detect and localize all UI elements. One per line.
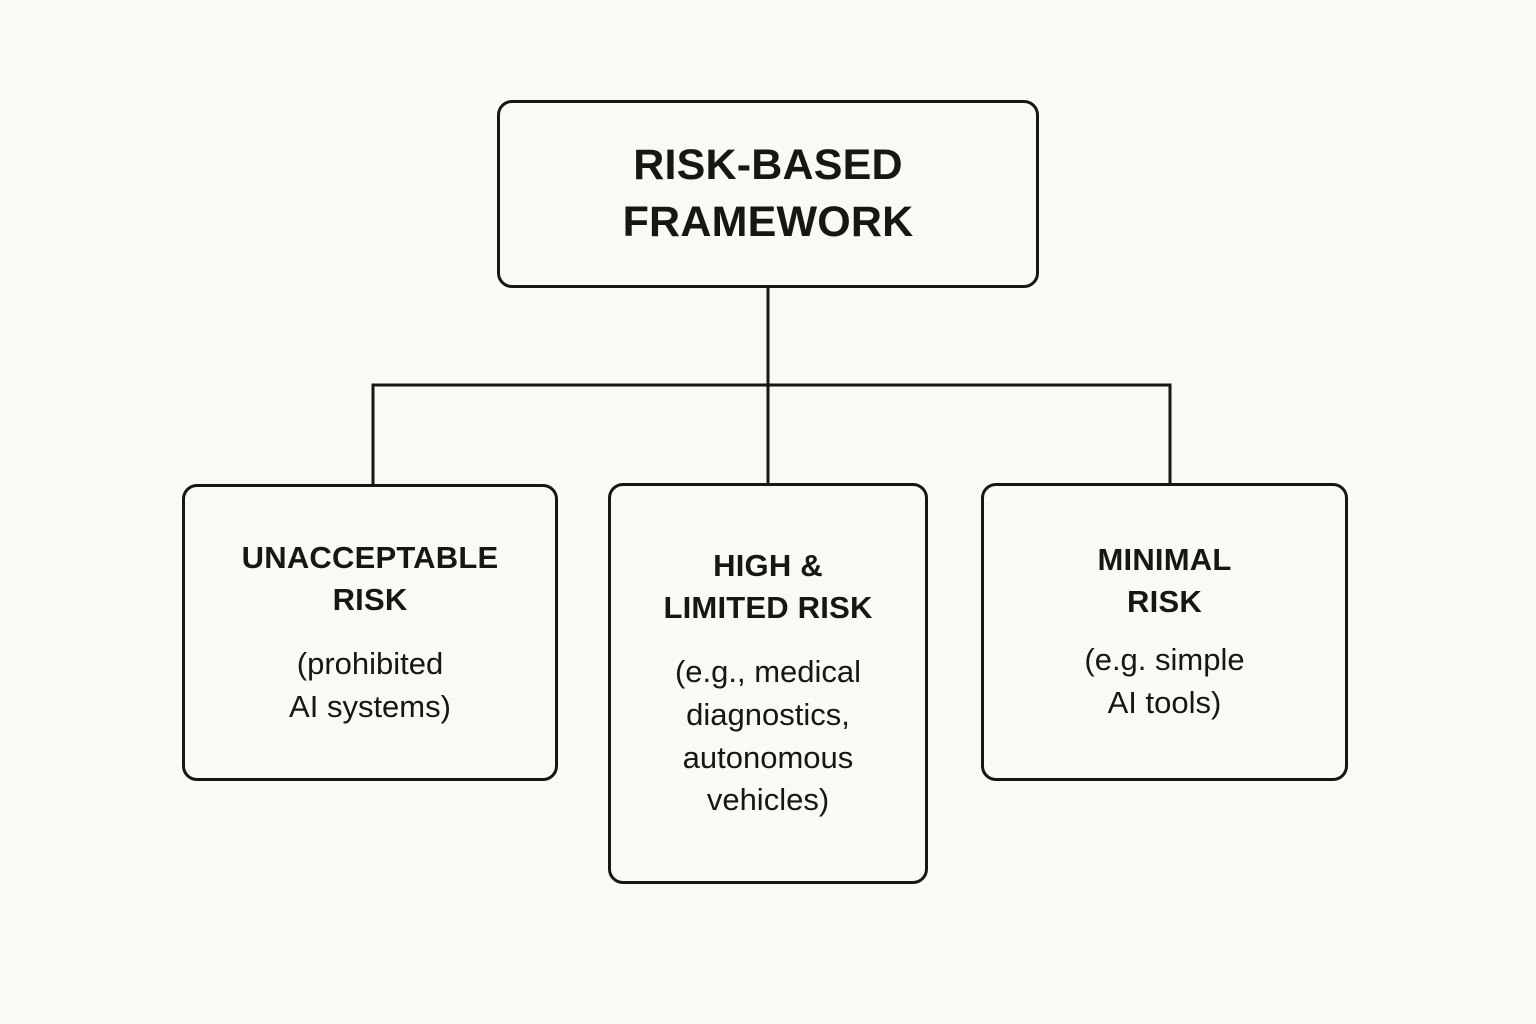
node-unacceptable-risk: UNACCEPTABLE RISK (prohibited AI systems…	[182, 484, 558, 781]
node-risk-based-framework: RISK-BASED FRAMEWORK	[497, 100, 1039, 288]
node-high-limited-risk: HIGH & LIMITED RISK (e.g., medical diagn…	[608, 483, 928, 884]
node-detail: (e.g., medical diagnostics, autonomous v…	[674, 654, 862, 818]
node-detail: (prohibited AI systems)	[289, 645, 451, 724]
node-detail: (e.g. simple AI tools)	[1084, 642, 1245, 721]
node-title: RISK-BASED FRAMEWORK	[622, 141, 914, 246]
node-minimal-risk: MINIMAL RISK (e.g. simple AI tools)	[981, 483, 1348, 781]
node-title: HIGH & LIMITED RISK	[663, 547, 873, 625]
node-title: UNACCEPTABLE RISK	[241, 539, 499, 617]
node-title: MINIMAL RISK	[1097, 542, 1232, 620]
